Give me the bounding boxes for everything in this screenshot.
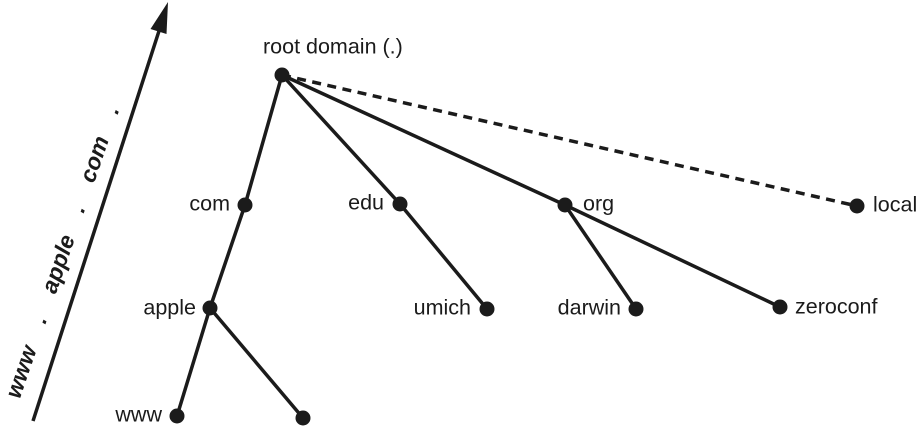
edge-root-org <box>281 73 566 207</box>
root-domain-label: root domain (.) <box>263 34 403 59</box>
node-com <box>237 197 253 213</box>
node-www <box>169 408 185 424</box>
node-apple <box>202 300 218 316</box>
org-label: org <box>583 191 615 216</box>
darwin-label: darwin <box>557 295 621 320</box>
edge-root-local-dashed <box>281 73 858 208</box>
zeroconf-label: zeroconf <box>795 294 878 319</box>
edge-apple-unlabeled <box>208 306 305 420</box>
fqdn-arrow-head-icon <box>150 2 168 34</box>
node-darwin <box>628 301 644 317</box>
edge-root-com <box>243 74 284 206</box>
local-label: local <box>873 192 918 217</box>
node-edu <box>392 196 408 212</box>
www-label: www <box>115 402 162 427</box>
node-unlabeled <box>295 410 311 426</box>
edge-edu-umich <box>398 202 489 311</box>
edge-apple-www <box>175 307 212 417</box>
umich-label: umich <box>413 295 471 320</box>
edge-com-apple <box>208 204 247 309</box>
edu-label: edu <box>348 190 384 215</box>
node-local <box>849 198 865 214</box>
edge-org-darwin <box>563 204 638 310</box>
edge-org-zeroconf <box>564 203 781 309</box>
apple-label: apple <box>143 295 196 320</box>
node-org <box>557 197 573 213</box>
fqdn-arrow-shaft <box>31 30 161 422</box>
com-label: com <box>189 191 230 216</box>
node-root <box>274 67 290 83</box>
node-umich <box>479 301 495 317</box>
node-zeroconf <box>772 299 788 315</box>
edge-root-edu <box>280 73 402 206</box>
